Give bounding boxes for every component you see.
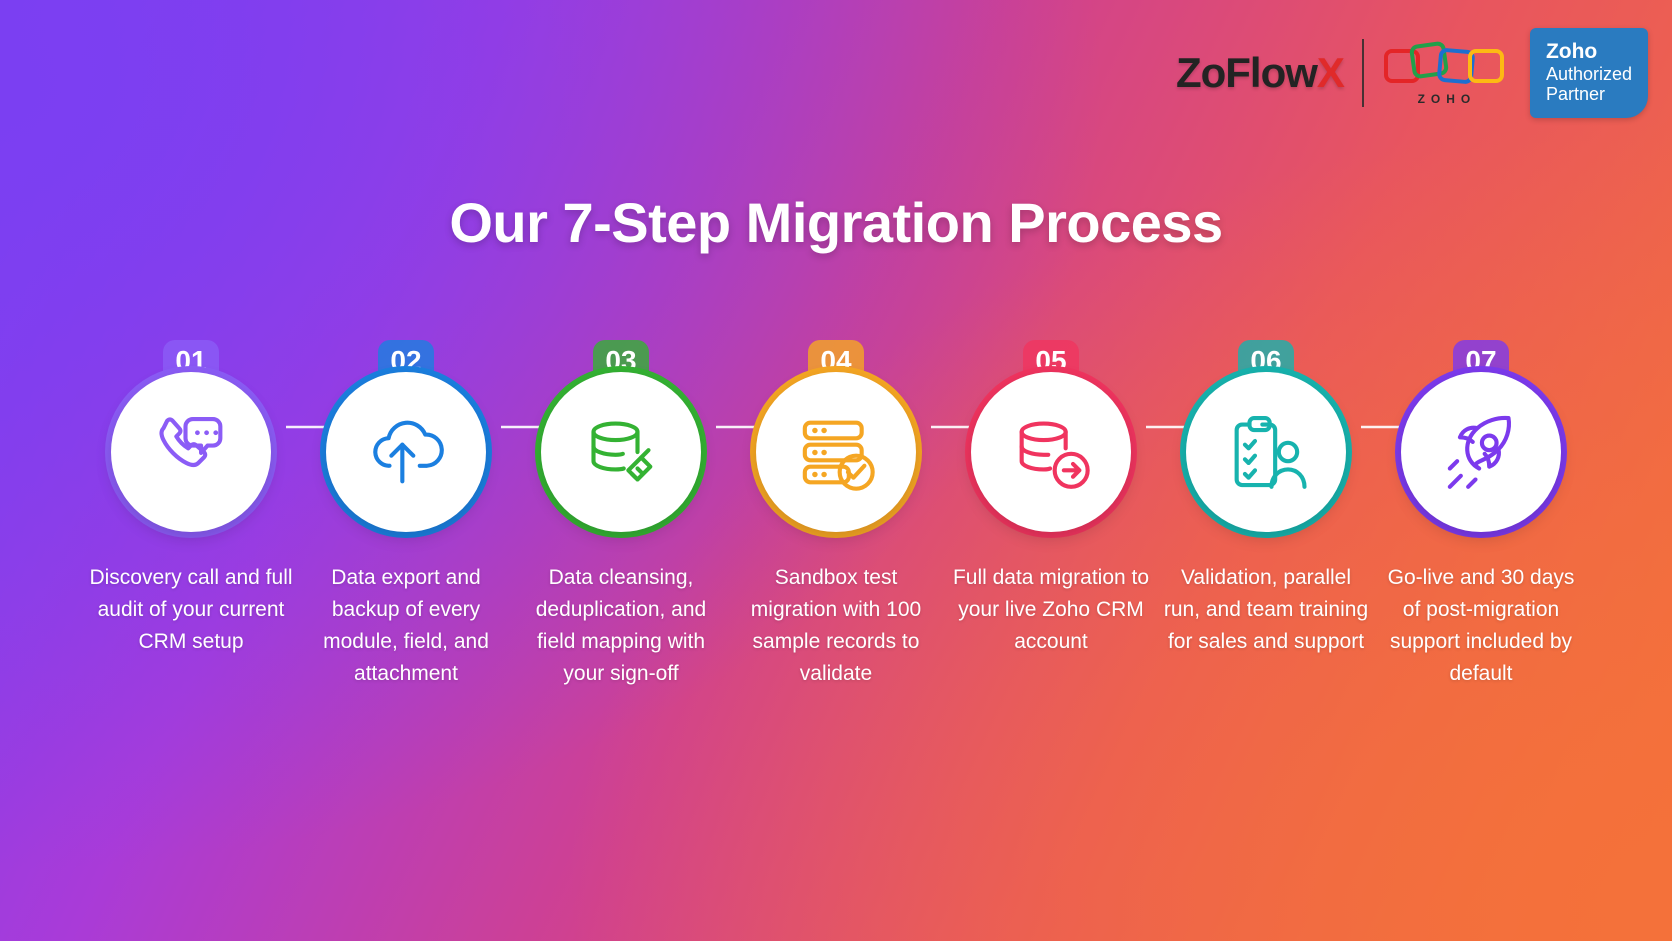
step-caption-07: Go-live and 30 days of post-migration su… [1387,566,1575,685]
clipboard-person-icon [1234,416,1307,489]
step-icon-disc-02 [320,366,492,538]
step-icon-circle [541,372,701,532]
step-icon-circle [1186,372,1346,532]
badge-line-partner: Partner [1545,83,1605,104]
step-caption-01: Discovery call and full audit of your cu… [89,566,293,653]
step-caption-05: Full data migration to your live Zoho CR… [952,566,1150,653]
brand-flow: Flow [1225,48,1318,96]
process-step-07[interactable]: 07 Go-live and 30 days of post-migration… [1374,340,1589,690]
step-icon-circle [1401,372,1561,532]
step-caption-04: Sandbox test migration with 100 sample r… [750,566,922,685]
step-icon-disc-05 [965,366,1137,538]
database-arrow-icon [1019,421,1090,489]
header-divider [1361,38,1364,107]
process-step-01[interactable]: 01 Discovery call and full audit of your… [84,340,299,658]
step-caption-06: Validation, parallel run, and team train… [1163,566,1369,653]
header: ZoFlowX ZOHO Zoho Authorized Partner [1176,28,1648,118]
badge-line-authorized: Authorized [1545,63,1632,84]
step-icon-disc-07 [1395,366,1567,538]
process-steps: 01 Discovery call and full audit of your… [0,340,1672,690]
zoho-logo: ZOHO [1382,39,1512,106]
process-step-02[interactable]: 02 Data export and backup of every modul… [299,340,514,690]
step-icon-disc-03 [535,366,707,538]
server-check-icon [802,420,875,491]
brand-zo: Zo [1175,48,1226,96]
step-icon-disc-01 [105,366,277,538]
step-icon-disc-04 [750,366,922,538]
step-icon-circle [111,372,271,532]
badge-line-zoho: Zoho [1545,40,1598,63]
brand-x: X [1316,48,1345,96]
process-step-05[interactable]: 05 Full data migration to your live Zoho… [944,340,1159,658]
zoho-wordmark: ZOHO [1417,92,1477,107]
step-caption-03: Data cleansing, deduplication, and field… [535,566,707,685]
rocket-icon [1447,415,1511,489]
step-icon-disc-06 [1180,366,1352,538]
process-step-03[interactable]: 03 Data cleansing, deduplication, and fi… [514,340,729,690]
page-title: Our 7-Step Migration Process [449,191,1223,254]
phone-chat-icon [159,416,223,468]
zoho-squares-icon [1383,42,1504,85]
process-step-06[interactable]: 06 Validation, parallel run, and team tr… [1159,340,1374,658]
step-caption-02: Data export and backup of every module, … [323,566,489,685]
cloud-upload-icon [373,420,444,484]
database-broom-icon [591,421,653,482]
step-icon-circle [971,372,1131,532]
step-icon-circle [756,372,916,532]
zoflowx-logo: ZoFlowX [1175,48,1345,96]
process-step-04[interactable]: 04 Sandbox test migration with 100 sampl… [729,340,944,690]
step-icon-circle [326,372,486,532]
zoho-authorized-partner-badge: Zoho Authorized Partner [1529,28,1648,118]
